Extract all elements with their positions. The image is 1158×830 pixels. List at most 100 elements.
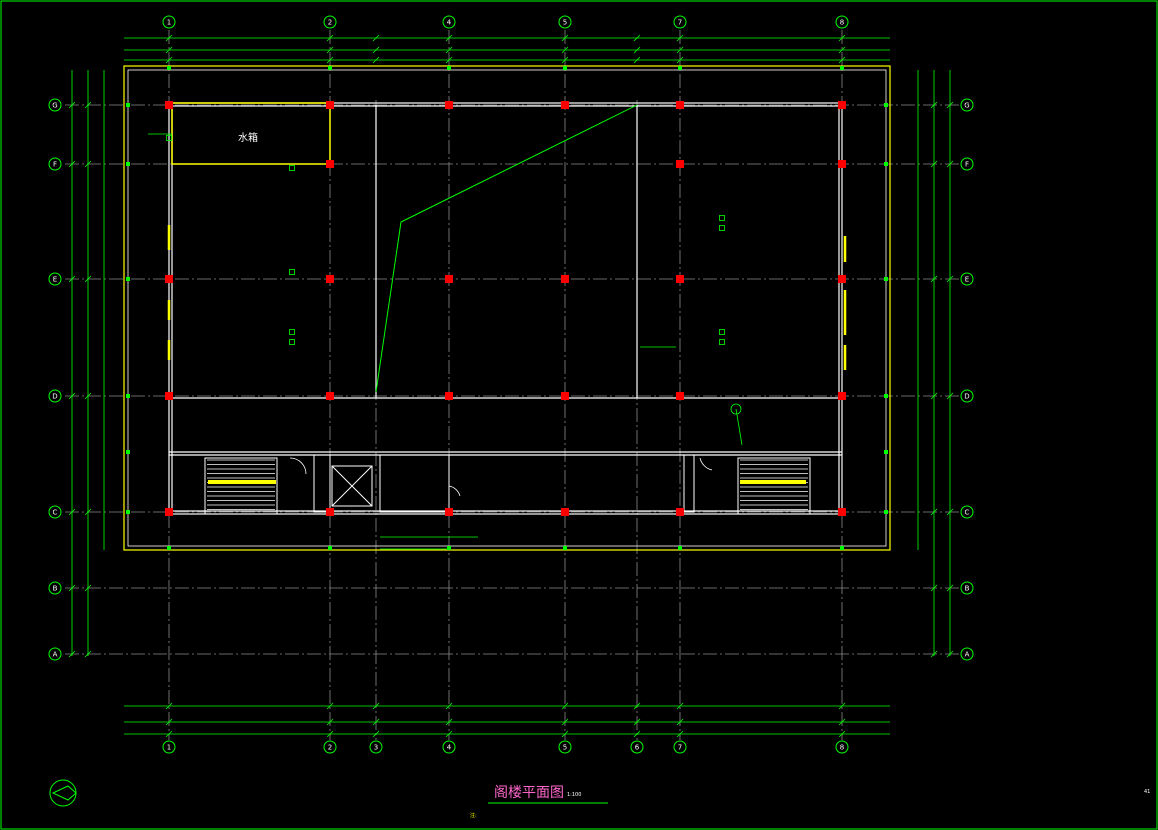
axis-bubble-bottom-1: 1 (162, 740, 176, 754)
column (165, 392, 173, 400)
svg-text:E: E (53, 276, 57, 284)
marker (289, 329, 295, 335)
wall-posts (126, 66, 888, 550)
axis-bubble-top-4: 4 (442, 15, 456, 29)
dimension-ticks (68, 34, 954, 738)
wall-post (563, 546, 567, 550)
sheet-mark: 41 (1144, 789, 1150, 795)
core-rooms (313, 454, 695, 513)
svg-text:2: 2 (328, 744, 332, 752)
svg-text:G: G (964, 102, 969, 110)
svg-text:5: 5 (563, 744, 567, 752)
axis-bubble-bottom-7: 7 (673, 740, 687, 754)
axis-bubble-left-A: A (48, 647, 62, 661)
axis-grid (65, 30, 960, 740)
axis-bubble-bottom-5: 5 (558, 740, 572, 754)
svg-text:C: C (965, 509, 970, 517)
wall-post (884, 277, 888, 281)
column (445, 392, 453, 400)
marker (719, 329, 725, 335)
column (838, 508, 846, 516)
marker (289, 165, 295, 171)
wall-post (884, 103, 888, 107)
wall-post (563, 66, 567, 70)
column (445, 101, 453, 109)
axis-bubble-left-E: E (48, 272, 62, 286)
svg-text:6: 6 (635, 744, 640, 752)
svg-text:D: D (52, 393, 57, 401)
column (838, 101, 846, 109)
svg-text:4: 4 (447, 744, 452, 752)
marker (289, 339, 295, 345)
column (326, 160, 334, 168)
svg-text:C: C (53, 509, 58, 517)
columns (165, 101, 846, 516)
axis-bubble-left-C: C (48, 505, 62, 519)
axis-bubble-top-2: 2 (323, 15, 337, 29)
column (165, 275, 173, 283)
parapet-outline (123, 65, 891, 551)
marker (289, 269, 295, 275)
wall-post (126, 394, 130, 398)
wall-post (167, 546, 171, 550)
axis-bubble-top-7: 7 (673, 15, 687, 29)
wall-post (126, 103, 130, 107)
axis-bubble-left-B: B (48, 581, 62, 595)
leader-lines (148, 133, 743, 550)
column (561, 392, 569, 400)
axis-bubble-top-8: 8 (835, 15, 849, 29)
column (326, 508, 334, 516)
svg-text:5: 5 (563, 19, 567, 27)
column (676, 275, 684, 283)
water-tank-room (171, 102, 331, 165)
section-marker (730, 403, 742, 415)
column (676, 101, 684, 109)
column (676, 160, 684, 168)
axis-bubble-bottom-3: 3 (369, 740, 383, 754)
north-arrow-icon (49, 779, 77, 807)
svg-text:3: 3 (374, 744, 378, 752)
axis-bubble-right-G: G (960, 98, 974, 112)
axis-bubble-left-F: F (48, 157, 62, 171)
svg-text:8: 8 (840, 19, 844, 27)
axis-bubble-right-E: E (960, 272, 974, 286)
axis-bubble-right-C: C (960, 505, 974, 519)
svg-text:8: 8 (840, 744, 844, 752)
column (561, 275, 569, 283)
wall-post (167, 66, 171, 70)
axis-bubble-top-1: 1 (162, 15, 176, 29)
column (165, 101, 173, 109)
column (561, 101, 569, 109)
wall-post (840, 546, 844, 550)
marker (719, 225, 725, 231)
drawing-title: 阁楼平面图 (494, 785, 564, 801)
column (561, 508, 569, 516)
axis-bubble-bottom-8: 8 (835, 740, 849, 754)
wall-post (884, 162, 888, 166)
svg-text:7: 7 (678, 19, 682, 27)
svg-text:F: F (965, 161, 969, 169)
wall-post (447, 546, 451, 550)
wall-post (884, 510, 888, 514)
column (326, 275, 334, 283)
wall-post (884, 450, 888, 454)
wall-post (447, 66, 451, 70)
detail-markers (166, 135, 742, 415)
column (165, 508, 173, 516)
drawing-note: 注: (470, 812, 477, 819)
svg-text:D: D (964, 393, 969, 401)
roof-slope-line (375, 104, 638, 393)
door-swings (289, 457, 713, 497)
svg-text:F: F (53, 161, 57, 169)
column (445, 275, 453, 283)
wall-post (840, 66, 844, 70)
axis-bubble-bottom-6: 6 (630, 740, 644, 754)
marker (166, 135, 172, 141)
svg-text:2: 2 (328, 19, 332, 27)
axis-bubble-bottom-4: 4 (442, 740, 456, 754)
wall-post (126, 450, 130, 454)
svg-text:A: A (53, 651, 58, 659)
